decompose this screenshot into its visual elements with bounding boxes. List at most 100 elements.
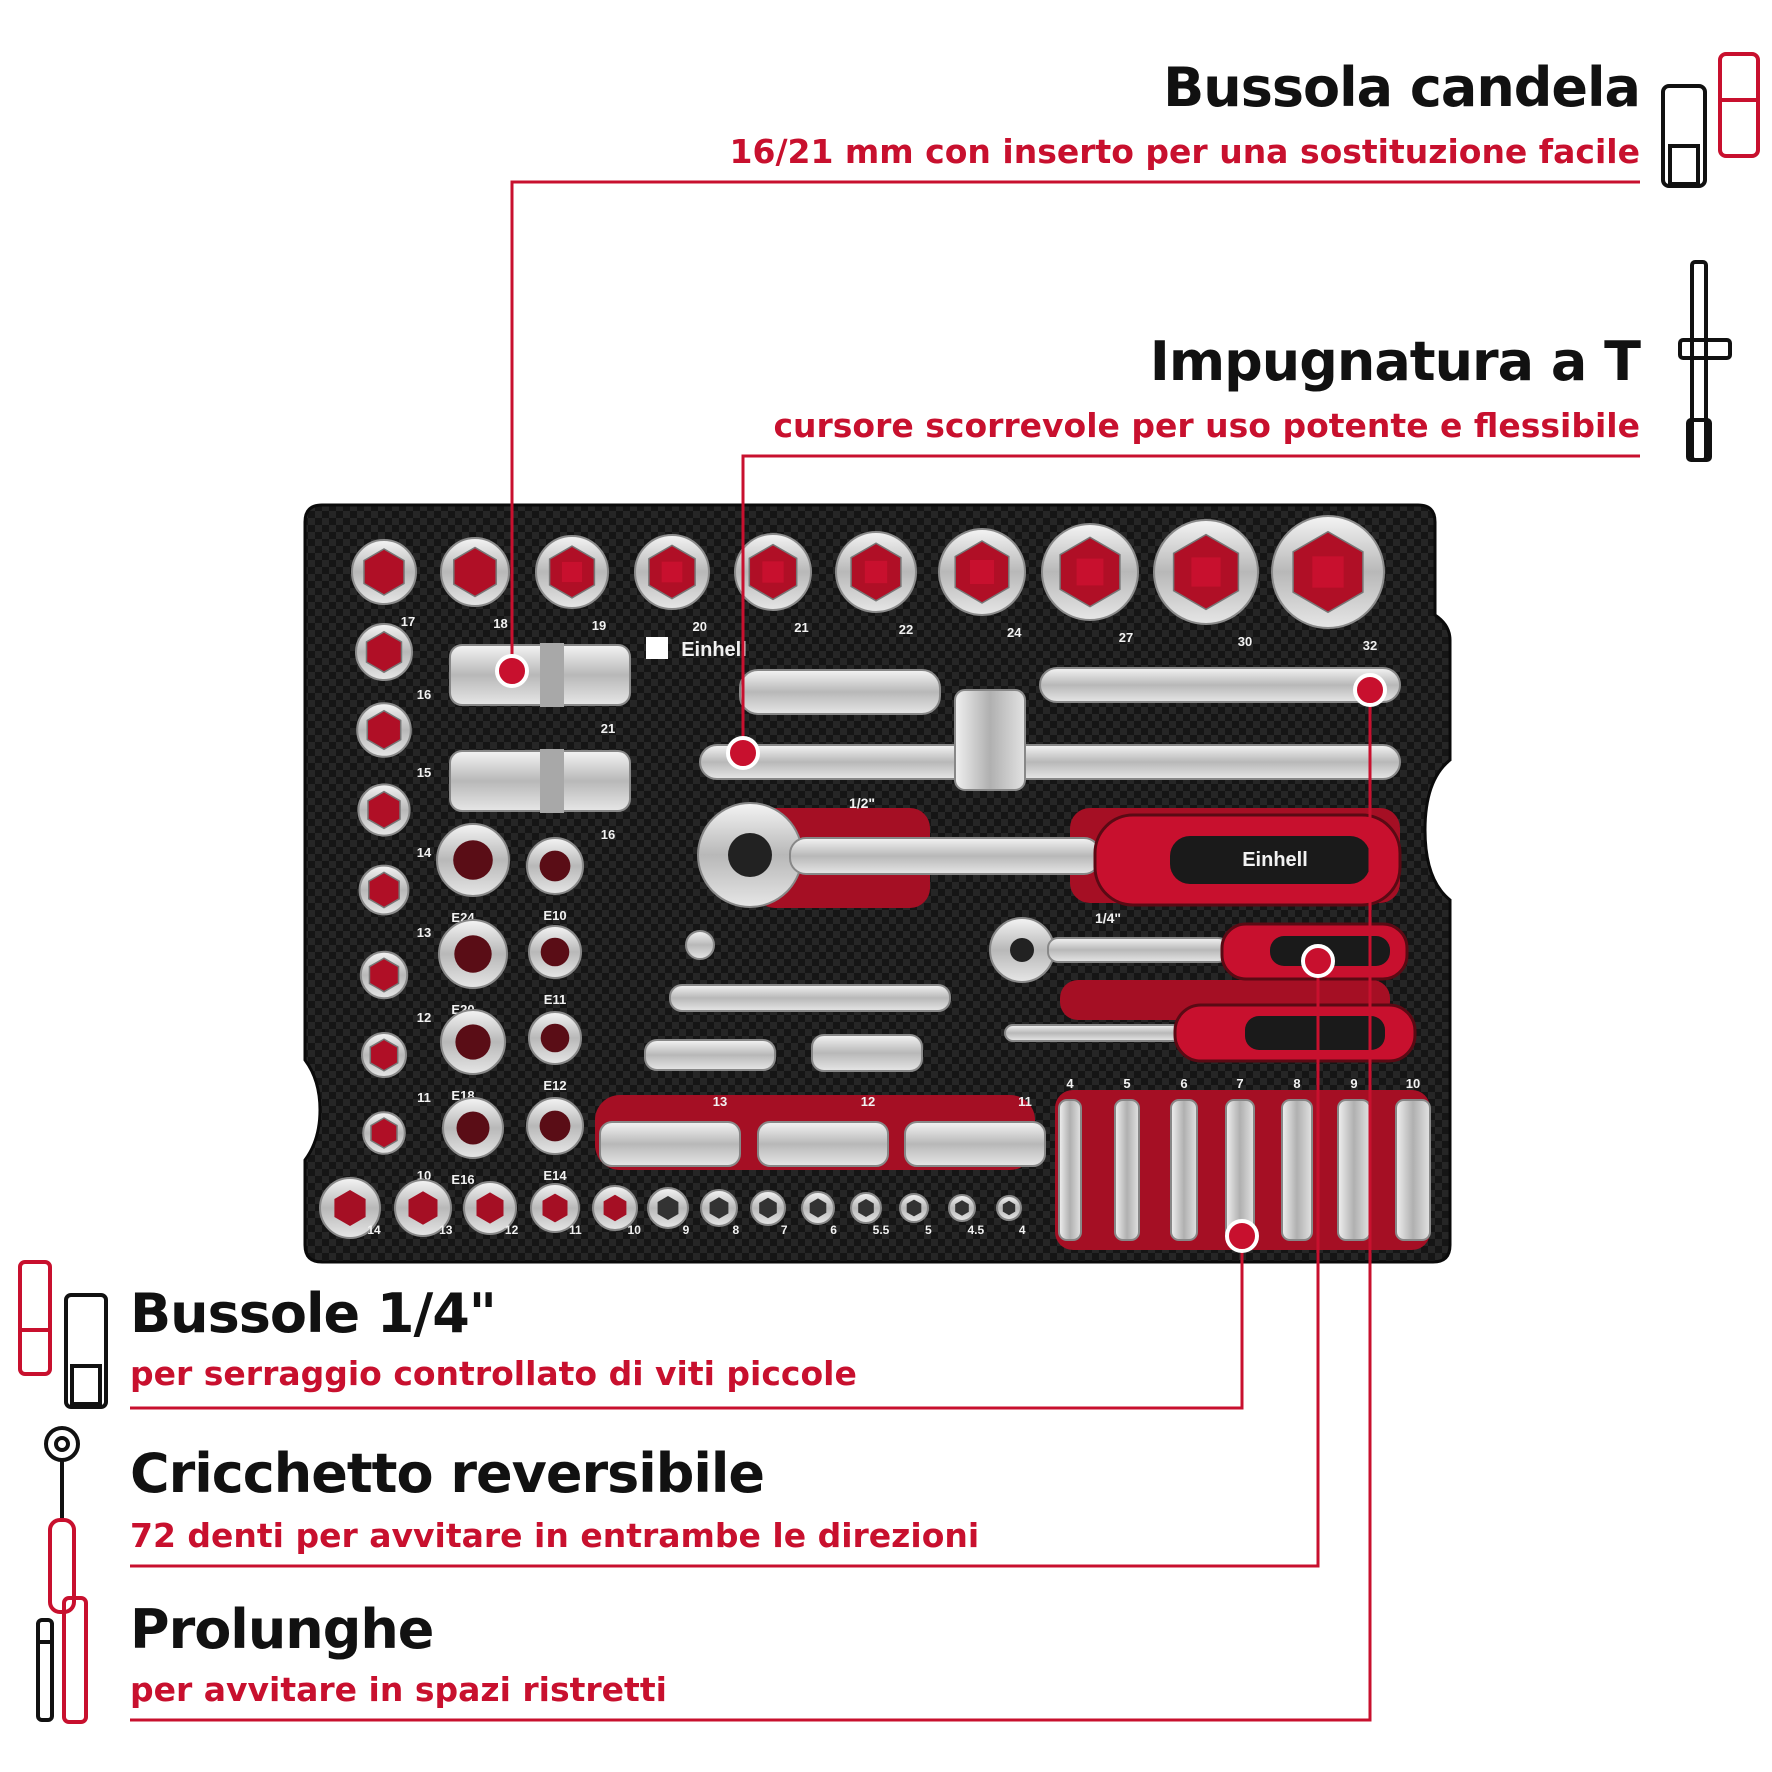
- socket-e18-bore: [455, 1024, 491, 1060]
- extension-bar-long: [1039, 667, 1401, 703]
- size-label-left-11: 11: [417, 1090, 431, 1105]
- socket-top-27-drive: [1076, 558, 1104, 586]
- socket-bottom-13-hex: [408, 1191, 438, 1225]
- t-handle-slider: [954, 689, 1026, 791]
- socket-left-10-hex: [370, 1117, 398, 1149]
- size-label-left-12: 12: [417, 1010, 431, 1025]
- size-label-quarter-deep-4: 4: [1066, 1076, 1074, 1091]
- ratchet-quarter-drive: [1010, 938, 1034, 962]
- size-label-top-20: 20: [693, 619, 707, 634]
- dot-extensions: [1353, 673, 1387, 707]
- size-label-bottom-7: 7: [781, 1223, 788, 1237]
- socket-top-20-drive: [661, 561, 683, 583]
- spinner-grip: [1245, 1016, 1385, 1050]
- t-handle-title: Impugnatura a T: [1149, 330, 1641, 393]
- ratchet-quarter-shaft: [1047, 937, 1229, 963]
- size-label-bottom-5.5: 5.5: [873, 1223, 890, 1237]
- reversible-ratchet-subtitle: 72 denti per avvitare in entrambe le dir…: [130, 1516, 980, 1555]
- spark-plug-socket-knurl-16: [540, 749, 564, 813]
- spinner-shaft: [1004, 1024, 1181, 1042]
- size-label-quarter-deep-6: 6: [1180, 1076, 1187, 1091]
- size-label-top-30: 30: [1238, 634, 1252, 649]
- size-label-bottom-14: 14: [367, 1223, 381, 1237]
- socket-top-24-drive: [969, 559, 995, 585]
- spark-plug-socket-icon: [1661, 52, 1760, 188]
- callout-leaders: [130, 180, 1640, 1722]
- size-label-e11: E11: [544, 992, 566, 1007]
- socket-bottom-14-hex: [334, 1190, 366, 1226]
- socket-e16-bore: [456, 1111, 490, 1145]
- quarter-inch-sockets-title: Bussole 1/4": [130, 1282, 497, 1345]
- dot-quarter-inch-sockets: [1225, 1219, 1259, 1253]
- t-handle-bar: [699, 744, 1401, 780]
- einhell-logo-mark: [646, 637, 668, 659]
- extensions-title: Prolunghe: [130, 1598, 434, 1661]
- socket-left-15-hex: [366, 709, 402, 751]
- size-label-deep-12: 12: [861, 1094, 875, 1109]
- extension-bars-icon: [36, 1596, 88, 1724]
- size-label-left-14: 14: [417, 845, 432, 860]
- size-label-bottom-4: 4: [1019, 1223, 1026, 1237]
- size-label-bottom-8: 8: [732, 1223, 739, 1237]
- socket-bottom-10-hex: [603, 1194, 627, 1222]
- leader-spark-plug-socket: [510, 180, 1640, 671]
- size-label-quarter-deep-7: 7: [1236, 1076, 1243, 1091]
- size-label-bottom-9: 9: [683, 1223, 690, 1237]
- socket-bottom-4-hex: [1002, 1200, 1016, 1216]
- spark-plug-socket-subtitle: 16/21 mm con inserto per una sostituzion…: [729, 132, 1640, 171]
- size-label-e10: E10: [543, 908, 566, 923]
- size-label-top-27: 27: [1119, 630, 1133, 645]
- size-label-top-17: 17: [401, 614, 415, 629]
- socket-bottom-7-hex: [759, 1197, 777, 1219]
- ratchet-label-half-inch: 1/2": [849, 795, 875, 811]
- socket-e24-bore: [453, 840, 493, 880]
- adapter-knob: [685, 930, 715, 960]
- ratchet-half-drive: [728, 833, 772, 877]
- t-handle-subtitle: cursore scorrevole per uso potente e fle…: [773, 406, 1640, 445]
- leader-quarter-inch-sockets: [130, 1236, 1244, 1410]
- size-label-e16: E16: [451, 1172, 474, 1187]
- socket-top-32-drive: [1312, 556, 1344, 588]
- size-label-top-32: 32: [1363, 638, 1377, 653]
- socket-bottom-5.5-hex: [858, 1199, 874, 1217]
- size-label-quarter-deep-5: 5: [1123, 1076, 1130, 1091]
- universal-joint-small: [811, 1034, 923, 1072]
- socket-top-30-drive: [1191, 557, 1221, 587]
- quarter-deep-socket-10: [1395, 1099, 1431, 1241]
- size-label-left-15: 15: [417, 765, 431, 780]
- dot-spark-plug-socket: [495, 654, 529, 688]
- size-label-e14: E14: [543, 1168, 567, 1183]
- socket-left-13-hex: [368, 871, 400, 909]
- socket-e12-bore: [540, 1023, 570, 1053]
- socket-left-12-hex: [368, 957, 400, 993]
- size-label-e12: E12: [543, 1078, 566, 1093]
- size-label-top-21: 21: [794, 620, 808, 635]
- size-label-bottom-5: 5: [925, 1223, 932, 1237]
- socket-top-21-drive: [762, 561, 784, 583]
- ratchet-half-grip: [1170, 836, 1370, 884]
- ratchet-label-quarter-inch: 1/4": [1095, 910, 1121, 926]
- socket-bottom-6-hex: [809, 1198, 827, 1218]
- size-label-top-24: 24: [1007, 625, 1022, 640]
- size-label-deep-11: 11: [1018, 1094, 1032, 1109]
- size-label-deep-13: 13: [713, 1094, 727, 1109]
- socket-pair-icon: [18, 1260, 108, 1409]
- socket-bottom-12-hex: [476, 1192, 504, 1224]
- socket-e10-bore: [539, 850, 571, 882]
- spark-plug-socket-title: Bussola candela: [1163, 56, 1641, 119]
- quarter-deep-socket-4: [1058, 1099, 1082, 1241]
- quarter-deep-socket-9: [1337, 1099, 1371, 1241]
- einhell-tray-brand: Einhell: [681, 639, 747, 661]
- size-label-bottom-12: 12: [505, 1223, 519, 1237]
- size-label-bottom-4.5: 4.5: [967, 1223, 984, 1237]
- size-label-spark-21: 21: [601, 721, 615, 736]
- quarter-deep-socket-8: [1281, 1099, 1313, 1241]
- socket-e14-bore: [539, 1110, 571, 1142]
- socket-top-18-hex: [453, 546, 497, 598]
- t-handle-icon: [1678, 260, 1732, 462]
- size-label-bottom-13: 13: [439, 1223, 453, 1237]
- socket-e20-bore: [454, 935, 492, 973]
- extension-bar-small: [644, 1039, 776, 1071]
